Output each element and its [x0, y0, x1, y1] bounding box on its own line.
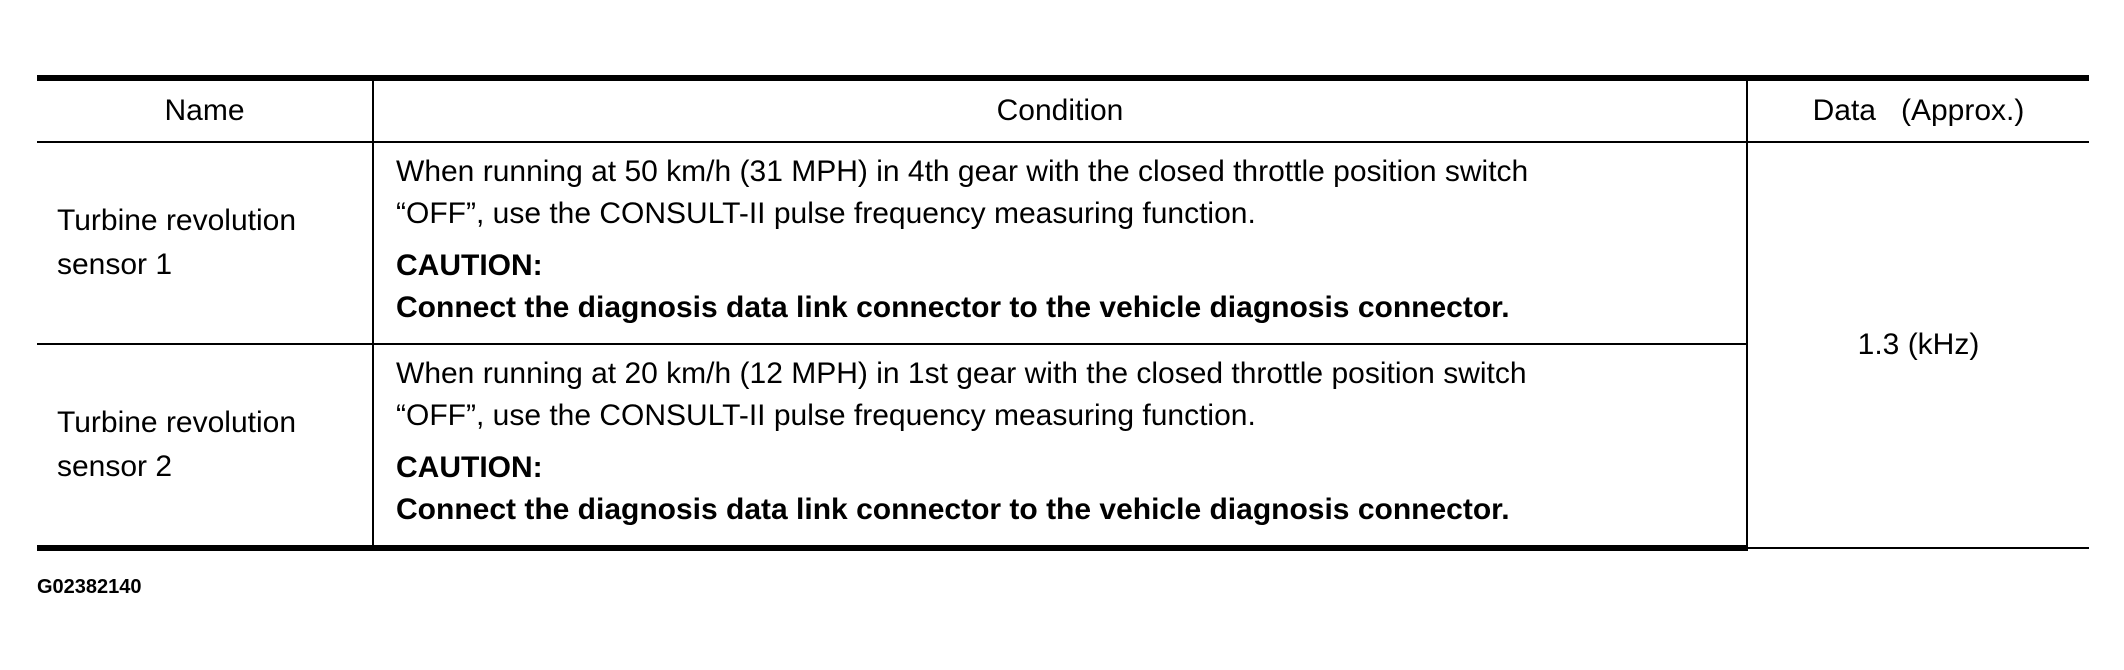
condition-cell: When running at 20 km/h (12 MPH) in 1st … — [372, 343, 1747, 551]
condition-text: When running at 20 km/h (12 MPH) in 1st … — [396, 357, 1527, 390]
sensor-name-cell: Turbine revolution sensor 2 — [37, 343, 374, 551]
header-name: Name — [37, 75, 374, 143]
sensor-data-table: Name Condition Data (Approx.) Turbine re… — [37, 75, 2089, 551]
sensor-name-line: sensor 2 — [57, 450, 173, 483]
sensor-name-cell: Turbine revolution sensor 1 — [37, 141, 374, 345]
condition-cell: When running at 50 km/h (31 MPH) in 4th … — [372, 141, 1748, 345]
caution-text: Connect the diagnosis data link connecto… — [396, 291, 1510, 324]
data-value-cell: 1.3 (kHz) — [1746, 141, 2089, 549]
condition-text: When running at 50 km/h (31 MPH) in 4th … — [396, 155, 1529, 188]
condition-text: “OFF”, use the CONSULT-II pulse frequenc… — [396, 197, 1256, 230]
condition-text: “OFF”, use the CONSULT-II pulse frequenc… — [396, 399, 1256, 432]
table-header-row: Name Condition Data (Approx.) — [37, 75, 2089, 143]
table-row: Turbine revolution sensor 1 When running… — [37, 141, 2089, 549]
caution-title: CAUTION: — [396, 249, 543, 282]
header-condition: Condition — [372, 75, 1748, 143]
header-data: Data (Approx.) — [1746, 75, 2089, 143]
caution-title: CAUTION: — [396, 451, 543, 484]
table-row: Turbine revolution sensor 2 When running… — [37, 343, 2089, 551]
sensor-name-line: Turbine revolution — [57, 406, 297, 439]
sensor-name-line: Turbine revolution — [57, 204, 297, 237]
sensor-name-line: sensor 1 — [57, 248, 173, 281]
figure-id: G02382140 — [37, 576, 142, 598]
caution-text: Connect the diagnosis data link connecto… — [396, 493, 1510, 526]
data-value: 1.3 (kHz) — [1857, 328, 1980, 361]
